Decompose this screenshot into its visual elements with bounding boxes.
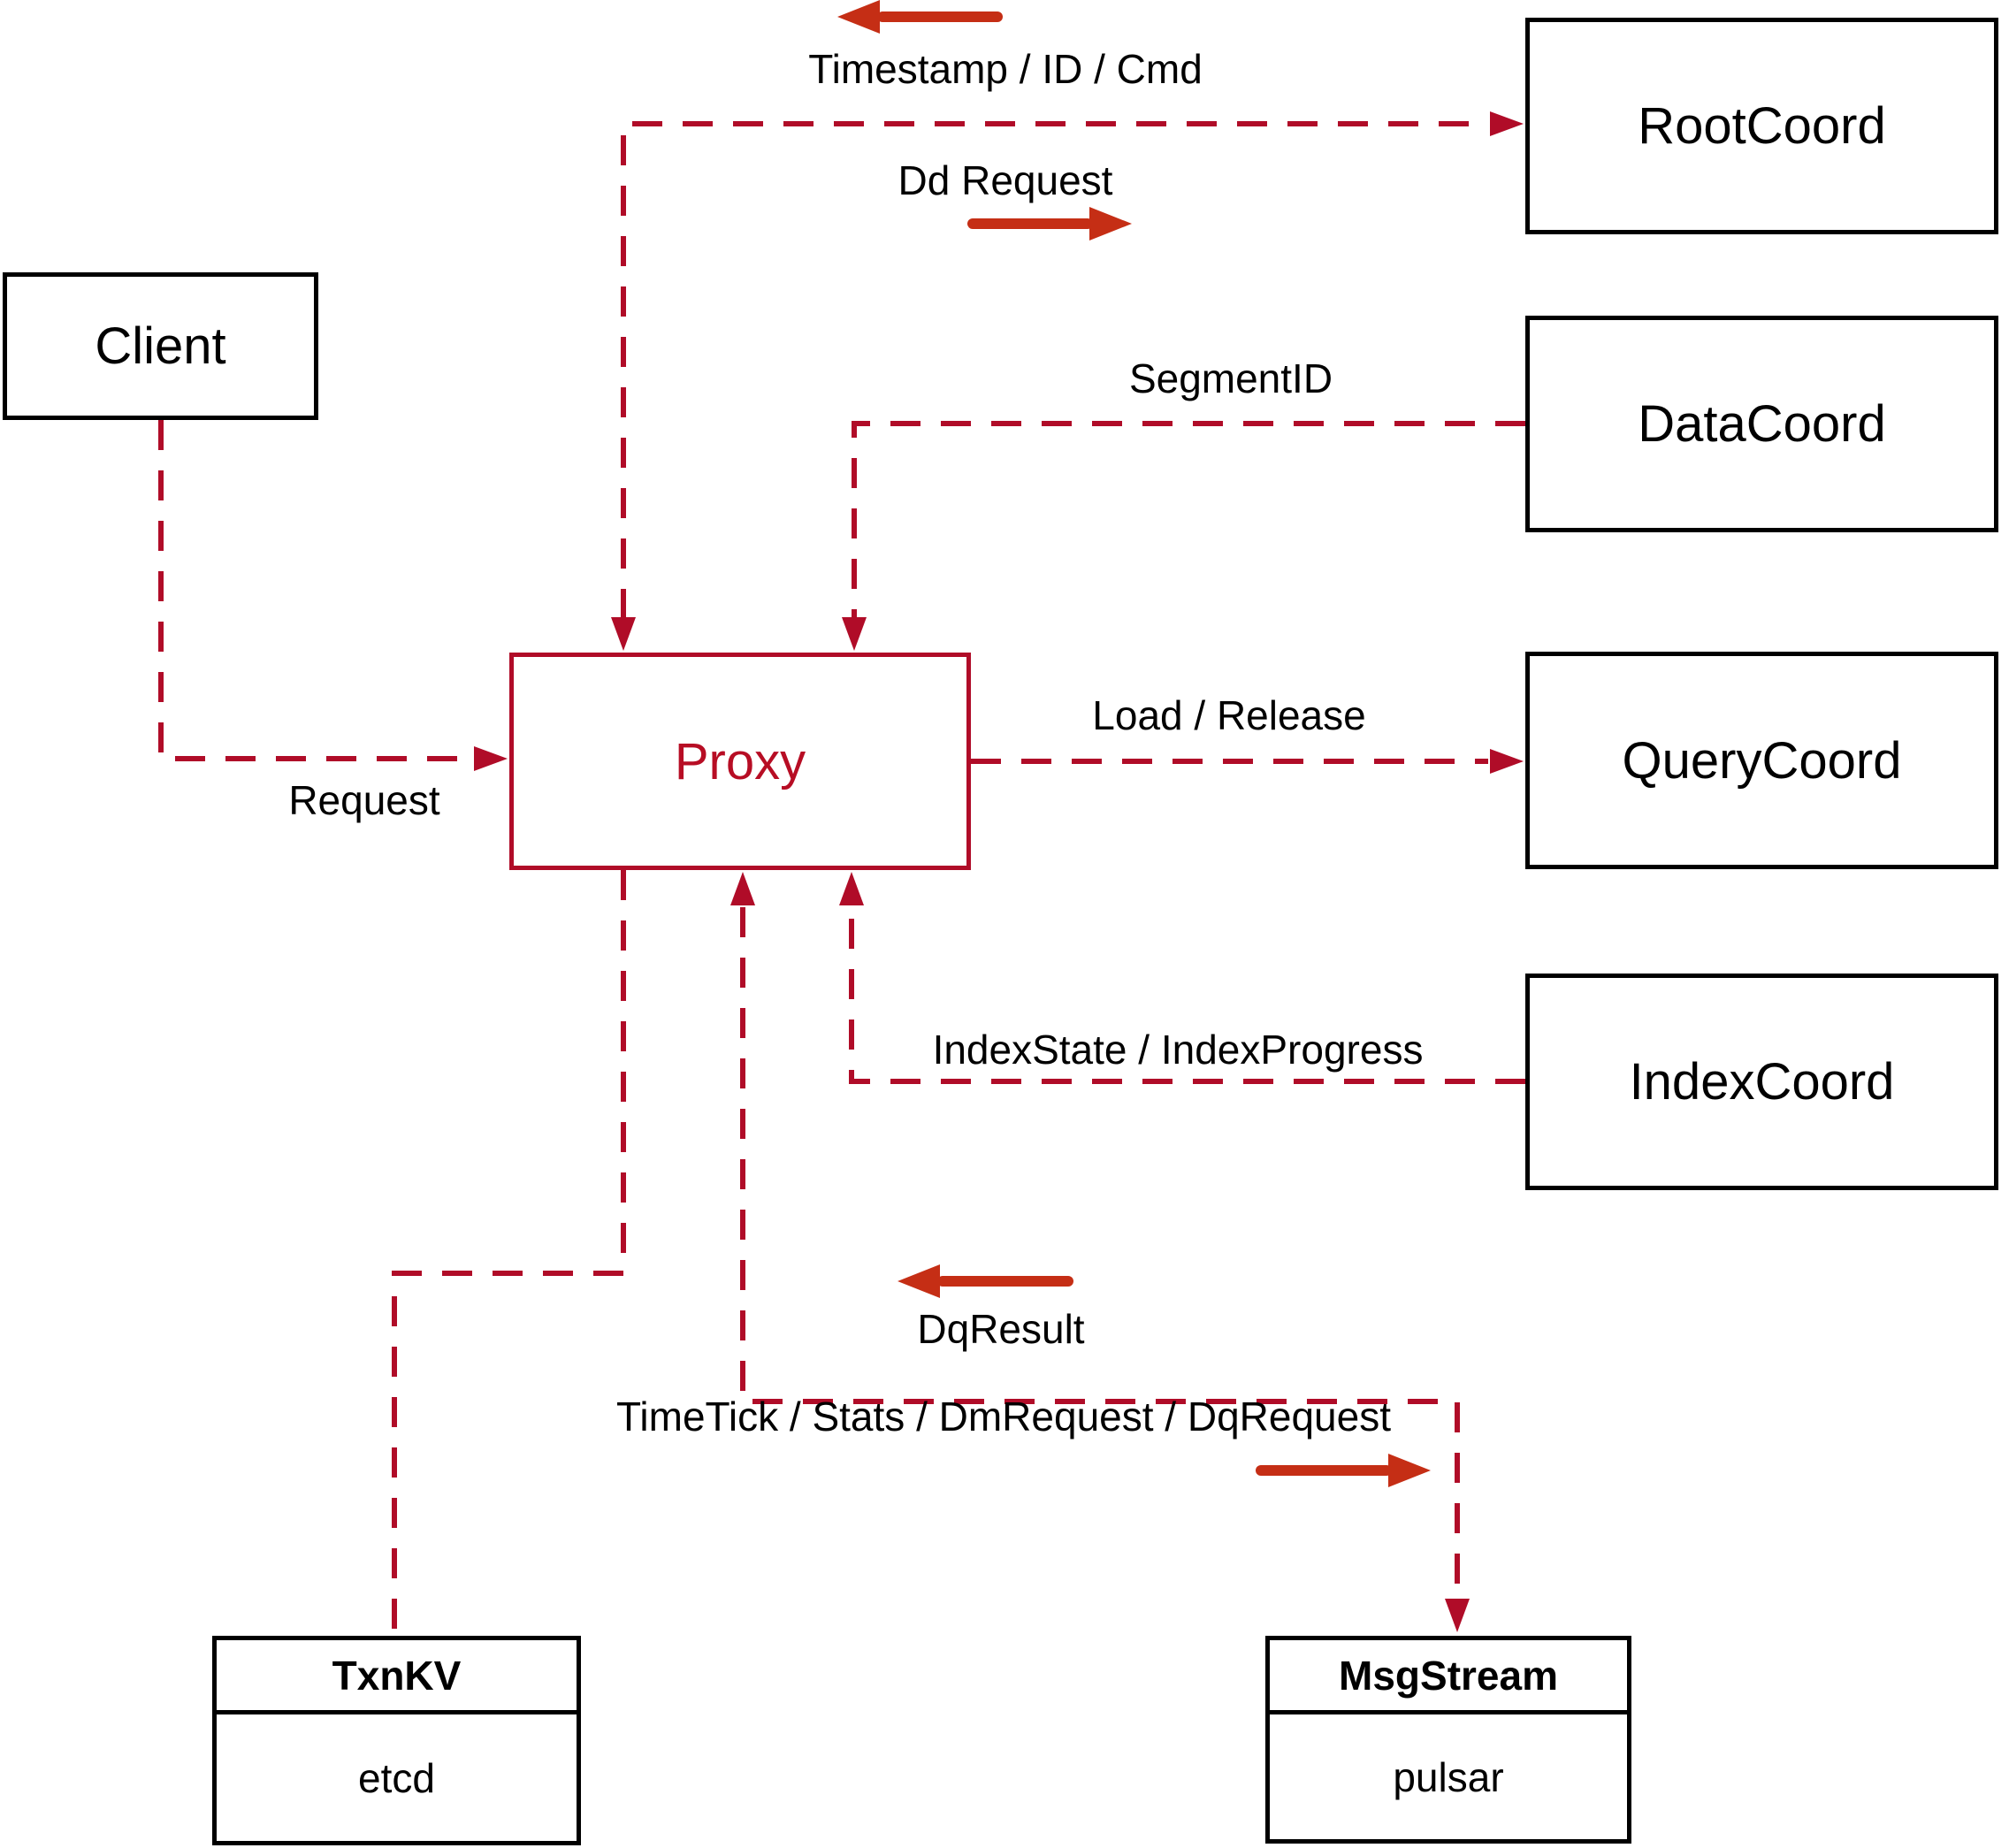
node-indexcoord-label: IndexCoord	[1629, 1053, 1895, 1111]
node-proxy-label: Proxy	[674, 732, 806, 790]
edge-client-proxy	[158, 420, 472, 761]
txnkv-title: TxnKV	[217, 1640, 577, 1714]
time-tick-direction-arrow-head	[1388, 1454, 1431, 1487]
arrowhead-into-proxy-top-left	[611, 617, 636, 651]
arrowhead-into-proxy-top-right	[842, 617, 867, 651]
node-client-label: Client	[95, 317, 226, 375]
node-txnkv: TxnKV etcd	[212, 1636, 581, 1845]
node-rootcoord-label: RootCoord	[1638, 97, 1886, 155]
node-proxy: Proxy	[509, 653, 971, 870]
arrowhead-into-proxy-bottom-right	[839, 872, 864, 905]
txnkv-impl: etcd	[358, 1754, 435, 1801]
edge-datacoord-proxy	[852, 421, 1525, 617]
edge-label-time-tick: TimeTick / Stats / DmRequest / DqRequest	[616, 1394, 1391, 1439]
dq-result-direction-arrow-head	[898, 1264, 940, 1298]
edge-label-request: Request	[288, 777, 440, 823]
node-datacoord: DataCoord	[1525, 316, 1998, 532]
arrowhead-into-proxy-bottom-mid	[730, 872, 755, 905]
node-querycoord-label: QueryCoord	[1622, 731, 1902, 790]
edge-proxy-msgstream	[740, 907, 1460, 1597]
timestamp-direction-arrow-head	[837, 0, 880, 34]
edge-indexcoord-proxy	[849, 909, 1525, 1084]
msgstream-title: MsgStream	[1270, 1640, 1627, 1714]
node-datacoord-label: DataCoord	[1638, 395, 1886, 453]
edge-proxy-rootcoord	[621, 121, 1488, 619]
edge-label-dd-request: Dd Request	[898, 157, 1113, 203]
arrowhead-into-rootcoord	[1490, 111, 1524, 136]
node-msgstream: MsgStream pulsar	[1265, 1636, 1631, 1844]
edge-label-index-state: IndexState / IndexProgress	[932, 1027, 1424, 1073]
arrowhead-into-msgstream	[1445, 1599, 1470, 1632]
arrowhead-into-proxy-left	[474, 746, 508, 771]
node-client: Client	[3, 272, 318, 420]
edge-proxy-txnkv	[392, 870, 626, 1636]
arrowhead-into-querycoord	[1490, 749, 1524, 774]
node-querycoord: QueryCoord	[1525, 652, 1998, 869]
edge-label-dq-result: DqResult	[917, 1306, 1085, 1352]
node-rootcoord: RootCoord	[1525, 18, 1998, 234]
edge-label-timestamp-id-cmd: Timestamp / ID / Cmd	[808, 46, 1203, 92]
node-indexcoord: IndexCoord	[1525, 974, 1998, 1190]
dd-request-direction-arrow-head	[1089, 207, 1132, 241]
msgstream-impl: pulsar	[1393, 1753, 1504, 1800]
edge-label-segment-id: SegmentID	[1128, 355, 1333, 401]
edge-label-load-release: Load / Release	[1092, 692, 1366, 738]
